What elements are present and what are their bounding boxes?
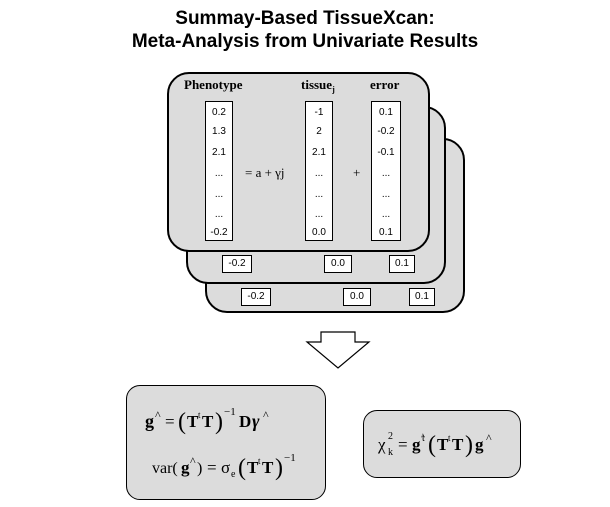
svg-text:2: 2	[388, 431, 393, 442]
svg-text:^: ^	[155, 408, 161, 422]
svg-text:γ: γ	[252, 411, 260, 431]
gamma-estimator-formula: g ^ = ( T t T ) −1 D γ ^	[145, 406, 269, 435]
phenotype-value: -0.2	[210, 227, 228, 238]
svg-text:(: (	[238, 455, 246, 481]
layer3-error-cell: 0.1	[409, 288, 435, 306]
error-value: 0.1	[379, 107, 393, 118]
error-header: error	[370, 77, 400, 92]
svg-text:t: t	[198, 410, 201, 420]
phenotype-column: 0.2 1.3 2.1 ... ... ... -0.2	[205, 101, 233, 241]
chi-square-formula: χ 2 k = g t ^ ( T t T ) g ^	[377, 431, 492, 458]
error-value: -0.2	[377, 126, 395, 137]
svg-text:=: =	[207, 458, 217, 477]
down-arrow-icon	[305, 331, 371, 369]
svg-text:T: T	[452, 435, 464, 454]
svg-text:): )	[197, 460, 202, 477]
error-value: -0.1	[377, 147, 395, 158]
svg-text:D: D	[239, 412, 251, 431]
error-value: ...	[381, 209, 391, 220]
svg-text:^: ^	[486, 431, 492, 445]
error-value: 0.1	[379, 227, 393, 238]
svg-text:^: ^	[190, 454, 196, 468]
svg-text:T: T	[187, 412, 199, 431]
svg-text:(: (	[428, 432, 436, 458]
svg-text:T: T	[262, 458, 274, 477]
phenotype-value: ...	[214, 209, 224, 220]
phenotype-value: 2.1	[212, 147, 226, 158]
tissue-header: tissuej	[301, 77, 335, 94]
tissue-value: 2.1	[312, 147, 326, 158]
svg-text:k: k	[388, 447, 393, 458]
estimator-formula-box	[126, 385, 326, 500]
svg-text:t: t	[448, 433, 451, 443]
svg-text:): )	[275, 455, 283, 481]
svg-text:T: T	[202, 412, 214, 431]
layer2-tissue-cell: 0.0	[324, 255, 352, 273]
phenotype-value: 1.3	[212, 126, 226, 137]
tissue-value: 2	[316, 126, 322, 137]
phenotype-value: 0.2	[212, 107, 226, 118]
phenotype-header: Phenotype	[184, 77, 243, 92]
svg-text:(: (	[178, 409, 186, 435]
tissue-value: -1	[314, 107, 324, 118]
layer3-phenotype-cell: -0.2	[241, 288, 271, 306]
svg-text:g: g	[412, 435, 421, 454]
chi-square-formula-box	[363, 410, 521, 478]
svg-text:=: =	[398, 435, 408, 454]
svg-text:T: T	[247, 458, 259, 477]
svg-text:): )	[465, 432, 473, 458]
svg-text:^: ^	[263, 408, 269, 422]
svg-text:g: g	[145, 411, 154, 431]
error-value: ...	[381, 168, 391, 179]
tissue-value: ...	[314, 168, 324, 179]
layer2-error-cell: 0.1	[389, 255, 415, 273]
svg-text:): )	[215, 409, 223, 435]
equation-text: = a + γj	[245, 165, 285, 180]
svg-text:χ: χ	[377, 435, 386, 454]
plus-sign: +	[353, 165, 361, 180]
tissue-header-text: tissue	[301, 77, 333, 92]
error-value: ...	[381, 189, 391, 200]
svg-text:e: e	[231, 469, 236, 480]
error-column: 0.1 -0.2 -0.1 ... ... ... 0.1	[371, 101, 401, 241]
svg-text:var(: var(	[152, 460, 178, 477]
tissue-value: ...	[314, 209, 324, 220]
diagram-title-line2: Meta-Analysis from Univariate Results	[131, 31, 479, 52]
layer2-phenotype-cell: -0.2	[222, 255, 252, 273]
layer3-tissue-cell: 0.0	[343, 288, 371, 306]
phenotype-value: ...	[214, 189, 224, 200]
svg-text:t: t	[258, 456, 261, 466]
svg-text:σ: σ	[221, 458, 230, 477]
svg-text:g: g	[181, 458, 190, 477]
svg-text:g: g	[475, 435, 484, 454]
tissue-header-subscript: j	[332, 85, 335, 94]
svg-text:t: t	[422, 433, 425, 444]
tissue-value: 0.0	[312, 227, 326, 238]
phenotype-value: ...	[214, 168, 224, 179]
svg-text:T: T	[437, 435, 449, 454]
svg-text:^: ^	[421, 432, 425, 441]
svg-text:−1: −1	[224, 406, 236, 418]
variance-formula: var( g ^ ) = σ e ( T t T ) −1	[152, 452, 296, 481]
svg-text:=: =	[165, 412, 175, 431]
diagram-title-line1: Summay-Based TissueXcan:	[175, 8, 435, 29]
svg-text:−1: −1	[284, 452, 296, 464]
tissue-value: ...	[314, 189, 324, 200]
tissue-column: -1 2 2.1 ... ... ... 0.0	[305, 101, 333, 241]
